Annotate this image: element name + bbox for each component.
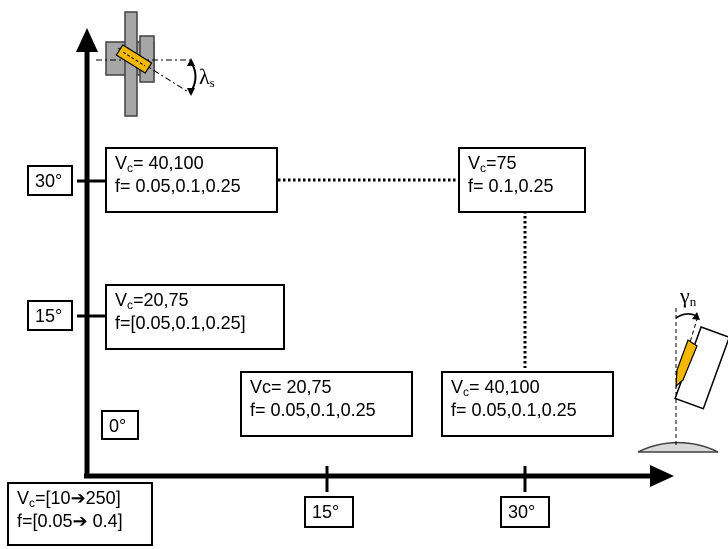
x-angle-label-15: 15°: [304, 496, 354, 528]
rake-angle-symbol: γn: [680, 283, 697, 309]
origin-angle-label: 0°: [101, 410, 139, 440]
y-axis-arrowhead: [76, 28, 98, 52]
condition-box-y30-x30: Vc=75 f= 0.1,0.25: [458, 147, 586, 213]
rake-tool-icon: [637, 308, 728, 453]
x-axis-arrowhead: [650, 465, 674, 487]
x-angle-label-30: 30°: [500, 496, 550, 528]
parameter-range-box: Vc=[10➔250] f=[0.05➔ 0.4]: [7, 482, 153, 546]
y-angle-label-15: 15°: [27, 300, 73, 331]
inclination-angle-symbol: λs: [199, 64, 215, 90]
right-arrow-icon: ➔: [72, 511, 88, 531]
condition-box-y30-x0: Vc= 40,100 f= 0.05,0.1,0.25: [105, 147, 278, 213]
condition-box-y0-x30: Vc= 40,100 f= 0.05,0.1,0.25: [441, 371, 614, 437]
condition-box-y15-x0: Vc=20,75 f=[0.05,0.1,0.25]: [105, 284, 285, 350]
y-angle-label-30: 30°: [27, 165, 73, 196]
condition-box-y0-x15: Vc= 20,75 f= 0.05,0.1,0.25: [240, 371, 413, 437]
right-arrow-icon: ➔: [70, 488, 86, 508]
inclination-tool-icon: [96, 11, 197, 117]
